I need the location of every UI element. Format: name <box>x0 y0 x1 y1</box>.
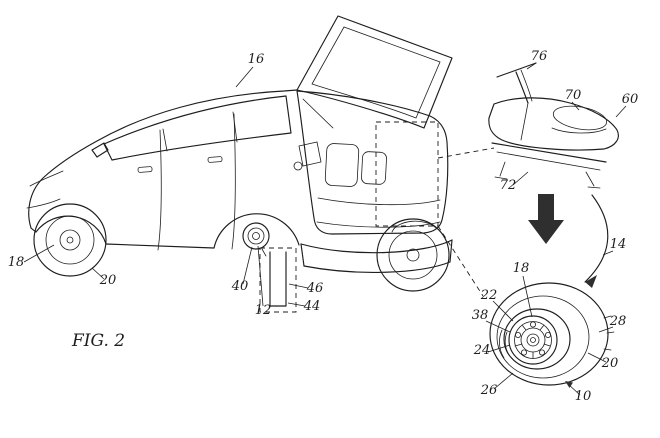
ref-label-60: 60 <box>622 92 639 107</box>
scooter-drawing <box>488 62 619 189</box>
figure-caption: FIG. 2 <box>71 331 125 351</box>
ref-label-10: 10 <box>575 389 592 404</box>
rotate-arrow <box>584 194 609 288</box>
front-wheel <box>33 203 107 277</box>
ref-label-20-wheel: 20 <box>601 356 619 371</box>
wheel-hub-detail <box>499 315 558 365</box>
ref-label-26: 26 <box>480 383 498 398</box>
side-mirror <box>91 142 109 158</box>
reference-numerals: 16 18 20 40 12 46 44 76 70 60 72 14 18 2… <box>8 49 639 404</box>
open-hatch <box>296 15 453 129</box>
ref-label-46: 46 <box>306 281 324 296</box>
ref-label-44: 44 <box>303 299 321 314</box>
handlebar <box>496 62 537 78</box>
ref-label-16: 16 <box>248 52 265 67</box>
scooter-seat <box>552 105 608 131</box>
ref-label-24: 24 <box>473 343 491 358</box>
hub-axle <box>242 222 270 257</box>
car-drawing <box>26 15 495 313</box>
wheel-assembly-drawing <box>489 282 615 386</box>
ref-label-14: 14 <box>610 237 627 252</box>
leader-lines <box>23 62 627 396</box>
tire-outer <box>489 282 609 386</box>
deploy-arrow <box>528 194 564 244</box>
ref-label-76: 76 <box>531 49 548 64</box>
ref-label-12: 12 <box>255 303 272 318</box>
ref-label-18-wheel: 18 <box>513 261 530 276</box>
ref-label-70: 70 <box>565 88 582 103</box>
stow-dashed-outline <box>375 121 495 297</box>
rear-wheel <box>376 218 450 292</box>
ref-label-40: 40 <box>231 279 249 294</box>
ref-label-72: 72 <box>500 178 517 193</box>
ref-label-28: 28 <box>609 314 627 329</box>
ref-label-18-front: 18 <box>8 255 25 270</box>
ref-label-20-front: 20 <box>99 273 117 288</box>
receiver-bracket <box>259 247 297 313</box>
ref-label-38: 38 <box>472 308 489 323</box>
ref-label-22: 22 <box>480 288 498 303</box>
